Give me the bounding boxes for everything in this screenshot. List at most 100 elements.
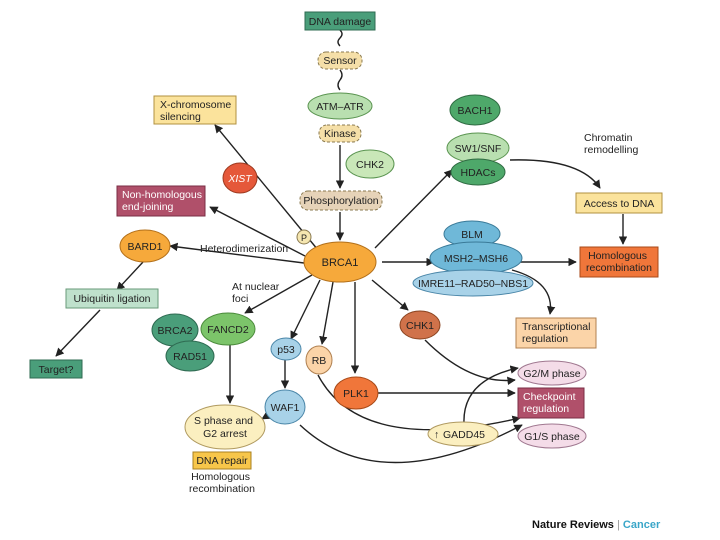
dna-repair-box: DNA repair (192, 451, 252, 470)
ubiquitin-ligation-label: Ubiquitin ligation (73, 293, 150, 305)
transcription-line2: regulation (522, 333, 568, 345)
brca1-node: BRCA1 (303, 241, 377, 283)
phosphorylation-box: Phosphorylation (299, 190, 383, 211)
s-phase-g2-arrest-label: S phase and G2 arrest (194, 415, 256, 440)
chk2-node: CHK2 (345, 149, 395, 179)
transcription-line1: Transcriptional (522, 321, 590, 333)
waf1-node: WAF1 (264, 389, 306, 425)
nhej-line1: Non-homologous (122, 189, 202, 201)
msh2-msh6-label: MSH2–MSH6 (444, 253, 508, 265)
x-chromosome-silencing-label: X-chromosome silencing (160, 99, 234, 123)
hdacs-label: HDACs (460, 167, 495, 179)
chk1-label: CHK1 (406, 320, 434, 332)
rad51-label: RAD51 (173, 351, 207, 363)
dna-damage-label: DNA damage (309, 16, 372, 28)
nhej-box: Non-homologous end-joining (116, 185, 206, 217)
arrow-chk1-to-g2m (424, 339, 516, 386)
chromatin-line1: Chromatin (584, 132, 633, 144)
publisher-credit: Nature Reviews | Cancer (532, 519, 660, 531)
g2m-phase-node: G2/M phase (517, 360, 587, 386)
plk1-label: PLK1 (343, 388, 369, 400)
arrow-brca1-to-chk1 (371, 279, 409, 311)
nhej-label: Non-homologous end-joining (122, 189, 205, 213)
bard1-node: BARD1 (119, 229, 171, 263)
chk1-node: CHK1 (399, 310, 441, 340)
nhej-line2: end-joining (122, 201, 174, 213)
msh2-msh6-node: MSH2–MSH6 (429, 241, 523, 275)
s-phase-g2-arrest-node: S phase and G2 arrest (184, 404, 266, 450)
mre11-rad50-nbs1-node: IMRE11–RAD50–NBS1 (412, 269, 534, 297)
transcriptional-regulation-box: Transcriptional regulation (515, 317, 597, 349)
arrow-bard1-to-ubiquitin (116, 261, 144, 291)
x-chromosome-silencing-box: X-chromosome silencing (153, 95, 237, 125)
checkpoint-regulation-box: Checkpoint regulation (517, 387, 585, 419)
chromatin-remodelling-label: Chromatin remodelling (584, 132, 638, 156)
s-phase-line1: S phase and (194, 415, 253, 427)
kinase-box: Kinase (318, 124, 362, 143)
transcriptional-regulation-label: Transcriptional regulation (522, 321, 593, 345)
heterodimerization-label: Heterodimerization (200, 243, 288, 255)
bach1-label: BACH1 (457, 105, 492, 117)
xist-node: XIST (222, 162, 258, 194)
arrow-ubiquitin-to-target (55, 309, 101, 357)
arrow-brca1-to-nhej (209, 206, 306, 257)
rb-label: RB (312, 355, 327, 367)
homologous-recombination-box-label: Homologous recombination (586, 250, 652, 274)
arrow-brca1-to-fancd2 (244, 274, 313, 314)
x-chromosome-line2: silencing (160, 111, 201, 123)
p53-label: p53 (277, 344, 295, 356)
publisher-name: Nature Reviews (532, 519, 614, 531)
checkpoint-line2: regulation (523, 403, 569, 415)
atm-atr-node: ATM–ATR (307, 92, 373, 120)
checkpoint-line1: Checkpoint (523, 391, 576, 403)
target-box: Target? (29, 359, 83, 379)
hdacs-node: HDACs (450, 158, 506, 186)
chk2-label: CHK2 (356, 159, 384, 171)
gadd45-label: GADD45 (443, 429, 485, 441)
sensor-label: Sensor (323, 55, 357, 67)
arrow-brca1-to-p53 (290, 279, 321, 340)
arrows (55, 29, 628, 464)
access-to-dna-label: Access to DNA (584, 198, 655, 210)
phospho-marker: P (296, 229, 312, 245)
homologous-recombination-box: Homologous recombination (579, 246, 659, 278)
xist-label: XIST (227, 173, 253, 185)
fancd2-node: FANCD2 (200, 312, 256, 346)
rad51-node: RAD51 (165, 340, 215, 372)
phospho-marker-label: P (301, 233, 307, 243)
chromatin-line2: remodelling (584, 144, 638, 156)
arrow-complex-to-transcription (511, 269, 556, 315)
arrow-chromatin-to-access (509, 159, 601, 189)
rb-node: RB (305, 345, 333, 375)
hr-text-line1: Homologous (191, 471, 250, 483)
target-label: Target? (38, 364, 73, 376)
hr-box-line2: recombination (586, 262, 652, 274)
hr-box-line1: Homologous (588, 250, 647, 262)
publisher-separator: | (617, 519, 620, 531)
arrow-waf1-to-sphase (261, 411, 271, 420)
ubiquitin-ligation-box: Ubiquitin ligation (65, 288, 159, 309)
at-nuclear-foci-label: At nuclear foci (232, 281, 282, 305)
arrow-brca1-to-rb (319, 281, 334, 345)
squiggle-dna-sensor (337, 29, 343, 47)
x-chromosome-line1: X-chromosome (160, 99, 231, 111)
arrow-brca1-to-xchrom (214, 124, 319, 251)
arrow-brca1-to-swisnf (374, 169, 453, 249)
at-nuclear-line1: At nuclear (232, 281, 280, 293)
brca2-label: BRCA2 (157, 325, 192, 337)
brca1-label: BRCA1 (322, 257, 359, 269)
g1s-phase-node: G1/S phase (517, 423, 587, 449)
p53-node: p53 (270, 337, 302, 361)
access-to-dna-box: Access to DNA (575, 192, 663, 214)
s-phase-line2: G2 arrest (203, 428, 247, 440)
sensor-box: Sensor (317, 51, 363, 70)
g2m-phase-label: G2/M phase (523, 368, 580, 380)
journal-name: Cancer (622, 519, 661, 531)
arrow-gadd45-to-g2m (463, 365, 519, 425)
bach1-node: BACH1 (449, 94, 501, 126)
kinase-label: Kinase (324, 128, 356, 140)
arrow-brca1-to-bard1 (169, 242, 305, 264)
bard1-label: BARD1 (127, 241, 162, 253)
at-nuclear-line2: foci (232, 293, 248, 305)
